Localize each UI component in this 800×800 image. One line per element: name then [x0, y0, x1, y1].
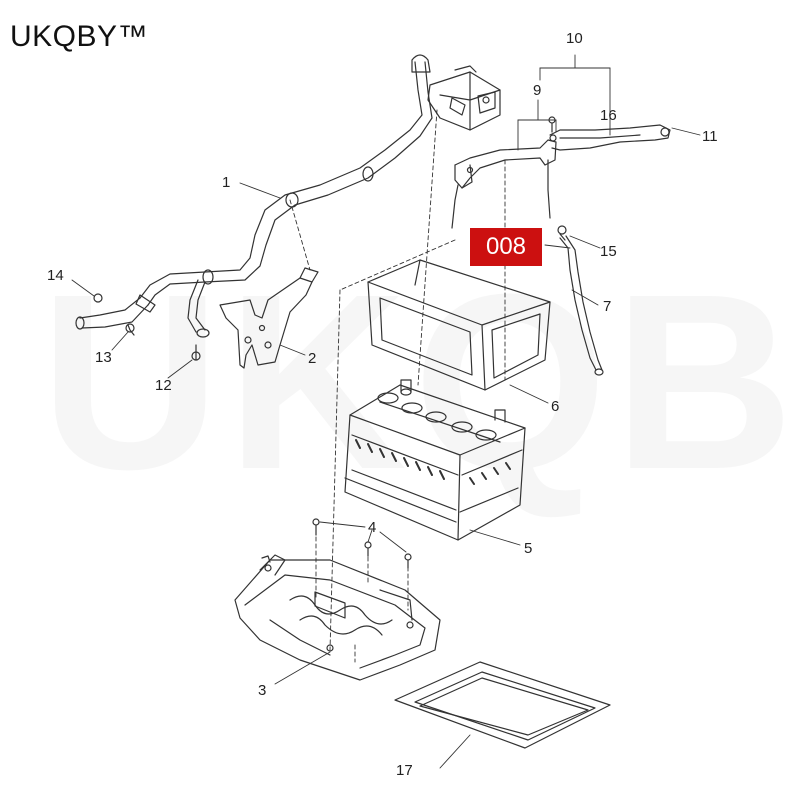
battery-pad [394, 661, 611, 749]
main-battery-cable [75, 54, 433, 338]
callout-4: 4 [368, 519, 377, 536]
callout-16: 16 [600, 107, 617, 124]
callout-15: 15 [600, 243, 617, 260]
callout-2: 2 [308, 350, 317, 367]
callout-1: 1 [222, 174, 231, 191]
brand-logo-text: UKQBY™ [10, 20, 149, 53]
callout-7: 7 [603, 298, 612, 315]
positive-cable-assembly [451, 116, 671, 229]
battery-cover [367, 259, 551, 391]
callout-12: 12 [155, 377, 172, 394]
negative-cable [557, 225, 604, 376]
callout-5: 5 [524, 540, 533, 557]
callout-11: 11 [702, 128, 718, 145]
terminal-block [427, 65, 501, 131]
callout-13: 13 [95, 349, 112, 366]
callout-9: 9 [533, 82, 542, 99]
callout-3: 3 [258, 682, 267, 699]
callout-14: 14 [47, 267, 64, 284]
cable-bracket [219, 267, 319, 369]
leader-lines [71, 54, 701, 769]
callout-10: 10 [566, 30, 583, 47]
battery [344, 379, 526, 541]
battery-tray [234, 554, 441, 681]
callout-17: 17 [396, 762, 413, 779]
dashed-guides [289, 109, 506, 663]
callout-6: 6 [551, 398, 560, 415]
part-number-badge: 008 [470, 228, 542, 266]
